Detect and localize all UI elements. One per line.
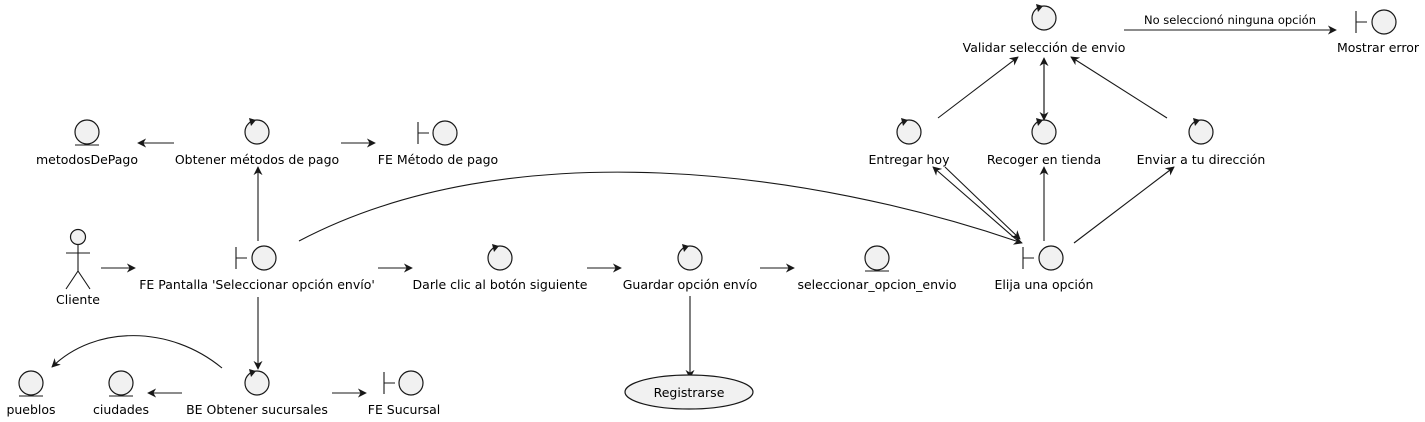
control-icon: [244, 118, 270, 145]
boundary-icon: [383, 370, 424, 396]
node-label: FE Pantalla 'Seleccionar opción envío': [139, 277, 375, 292]
control-icon: [1031, 4, 1057, 31]
control-icon: [487, 244, 513, 271]
node-label: Registrarse: [654, 385, 725, 400]
boundary-fe-pantalla: FE Pantalla 'Seleccionar opción envío': [139, 245, 375, 292]
node-label: Enviar a tu dirección: [1137, 152, 1266, 167]
entity-icon: [108, 370, 134, 397]
edge-entregar-hoy-elija-opcion: [944, 166, 1021, 240]
entity-pueblos: pueblos: [6, 370, 56, 417]
node-label: metodosDePago: [36, 152, 138, 167]
node-label: BE Obtener sucursales: [186, 402, 328, 417]
control-enviar-direccion: Enviar a tu dirección: [1137, 118, 1266, 167]
control-icon: [896, 118, 922, 145]
node-label: Recoger en tienda: [987, 152, 1101, 167]
node-label: Obtener métodos de pago: [175, 152, 339, 167]
entity-icon: [74, 119, 100, 146]
edge-elija-opcion-enviar-direccion: [1073, 166, 1175, 244]
node-label: Mostrar error: [1337, 40, 1420, 55]
control-icon: [677, 244, 703, 271]
edge-label-no-selecciono: No seleccionó ninguna opción: [1144, 13, 1316, 27]
node-label: seleccionar_opcion_envio: [797, 277, 956, 292]
node-label: FE Sucursal: [368, 402, 441, 417]
boundary-fe-sucursal: FE Sucursal: [368, 370, 441, 417]
node-label: Entregar hoy: [869, 152, 951, 167]
node-label: Darle clic al botón siguiente: [413, 277, 588, 292]
entity-metodos-de-pago: metodosDePago: [36, 119, 138, 167]
node-label: FE Método de pago: [378, 152, 498, 167]
control-guardar-opcion: Guardar opción envío: [623, 244, 758, 292]
entity-icon: [864, 245, 890, 272]
control-icon: [1031, 118, 1057, 145]
control-validar-seleccion: Validar selección de envio: [963, 4, 1126, 55]
boundary-mostrar-error: Mostrar error: [1337, 9, 1420, 55]
boundary-fe-metodo-pago: FE Método de pago: [378, 120, 498, 167]
node-label: ciudades: [93, 402, 149, 417]
actor-cliente: Cliente: [56, 228, 100, 307]
control-entregar-hoy: Entregar hoy: [869, 118, 951, 167]
edge-entregar-hoy-validar: [937, 56, 1019, 119]
boundary-icon: [1022, 245, 1064, 271]
boundary-icon: [235, 245, 277, 271]
control-be-obtener-sucursales: BE Obtener sucursales: [186, 369, 328, 417]
node-label: Validar selección de envio: [963, 40, 1126, 55]
node-label: Elija una opción: [995, 277, 1094, 292]
node-label: pueblos: [6, 402, 55, 417]
control-icon: [244, 369, 270, 396]
control-obtener-metodos: Obtener métodos de pago: [175, 118, 339, 167]
node-label: Cliente: [56, 292, 100, 307]
control-recoger-tienda: Recoger en tienda: [987, 118, 1101, 167]
entity-ciudades: ciudades: [93, 370, 149, 417]
edge-elija-opcion-entregar-hoy: [932, 166, 1019, 242]
edges: No seleccionó ninguna opción: [51, 13, 1337, 398]
edge-enviar-direccion-validar: [1070, 56, 1168, 119]
boundary-icon: [417, 120, 458, 146]
actor-figure-icon: [65, 228, 91, 290]
node-label: Guardar opción envío: [623, 277, 758, 292]
entity-seleccionar-opcion-envio: seleccionar_opcion_envio: [797, 245, 957, 292]
usecase-ellipse: [624, 374, 754, 410]
usecase-registrarse: Registrarse: [624, 374, 754, 410]
edge-fe-pantalla-elija-opcion: [298, 171, 1023, 245]
edge-be-obtener-sucursales-pueblos: [51, 335, 223, 369]
boundary-elija-opcion: Elija una opción: [995, 245, 1094, 292]
boundary-icon: [1355, 9, 1397, 35]
control-icon: [1188, 118, 1214, 145]
entity-icon: [18, 370, 44, 397]
control-darle-clic: Darle clic al botón siguiente: [413, 244, 588, 292]
